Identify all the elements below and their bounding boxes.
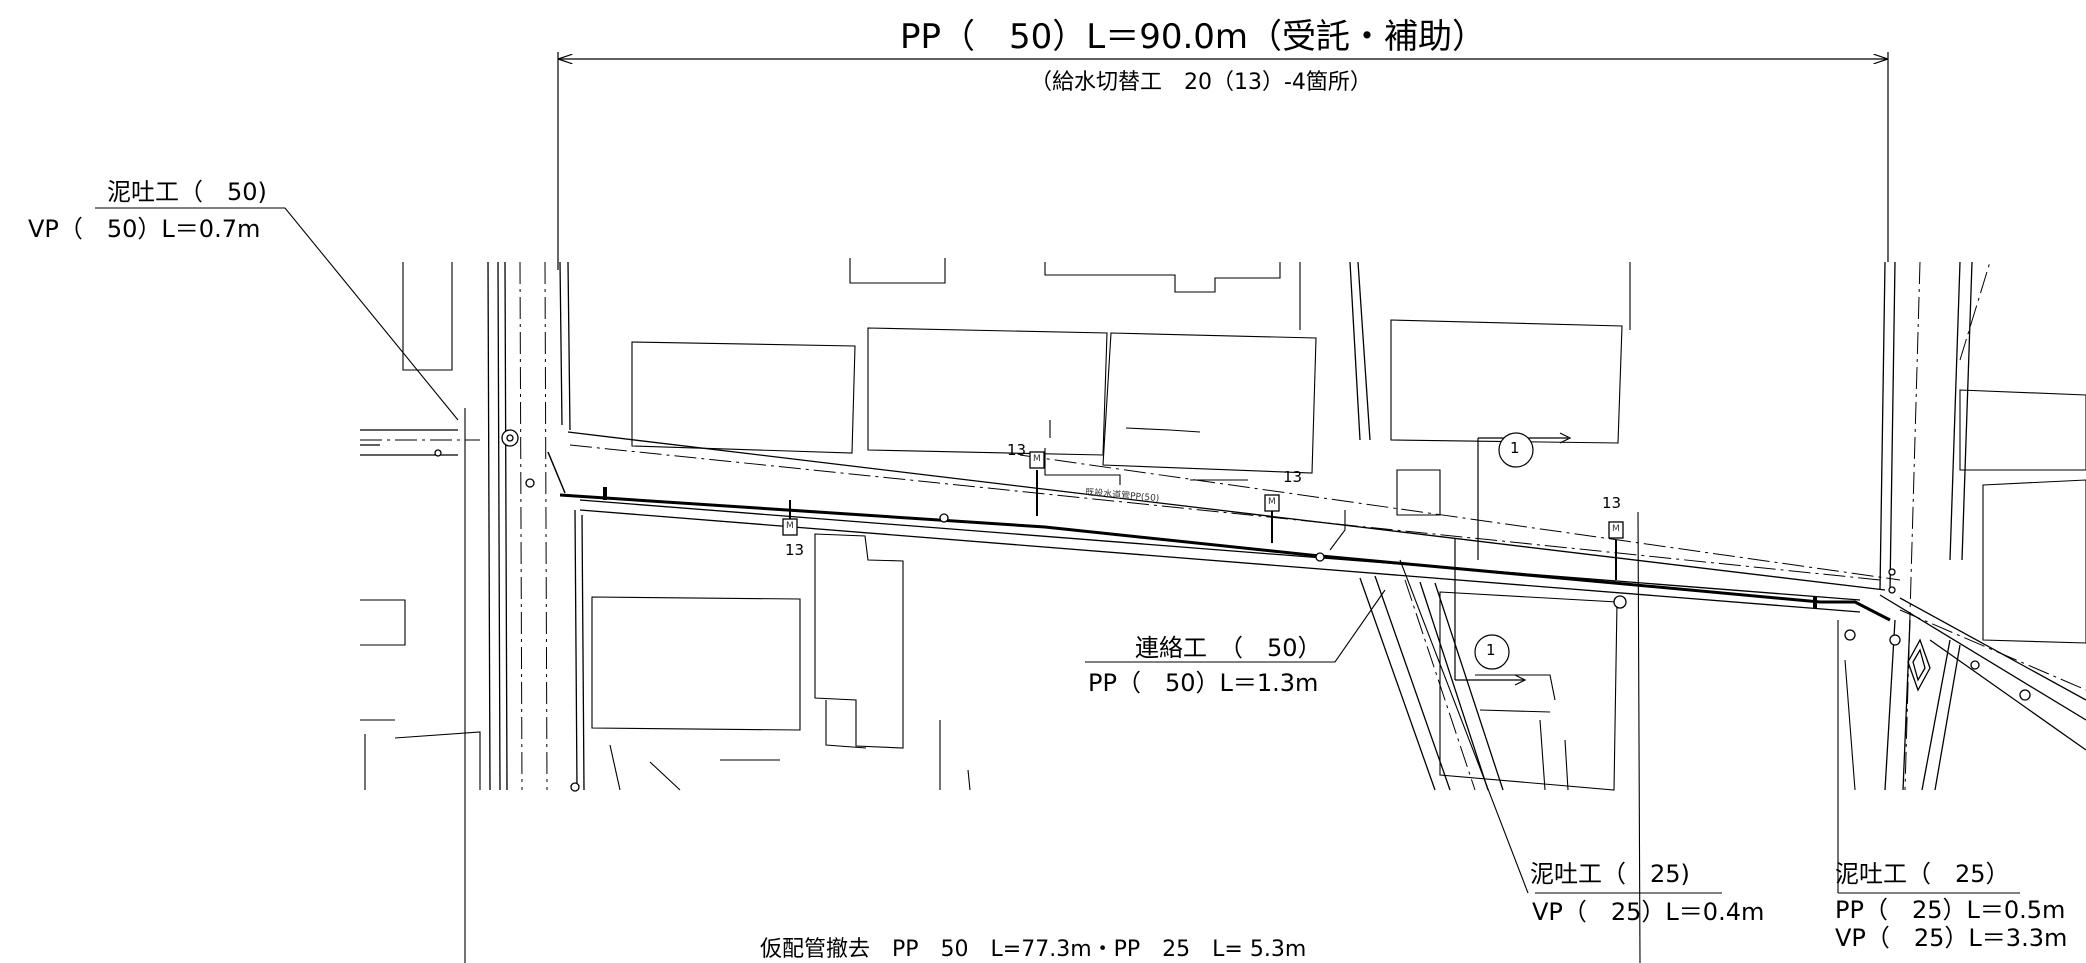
leader-lines	[95, 207, 2020, 963]
valve-symbols	[434, 429, 2031, 792]
mud-drain-left-spec: VP（ 50）L＝0.7m	[28, 215, 261, 243]
dimension-line	[557, 52, 1889, 270]
mud-drain-mid-spec: VP（ 25）L＝0.4m	[1532, 898, 1765, 926]
mud-drain-right-spec-1: PP（ 25）L＝0.5m	[1835, 896, 2066, 924]
service-size-label: 13	[785, 541, 805, 559]
connection-work-spec: PP（ 50）L＝1.3m	[1088, 669, 1319, 697]
water-meters	[782, 451, 1624, 539]
pipe-length-title: PP（ 50）L＝90.0m（受託・補助）	[900, 17, 1487, 57]
water-main-pipe	[547, 451, 1891, 622]
service-switch-subtitle: （給水切替工 20（13）-4箇所）	[1030, 70, 1372, 95]
connection-work-title: 連絡工 （ 50）	[1135, 634, 1322, 662]
meter-mark: M	[786, 521, 794, 531]
meter-mark: M	[1612, 524, 1620, 534]
road-edges	[360, 261, 2086, 791]
service-size-label: 13	[1602, 494, 1622, 512]
meter-mark: M	[1268, 497, 1276, 507]
mud-drain-right-spec-2: VP（ 25）L＝3.3m	[1835, 924, 2068, 952]
building-outlines	[360, 258, 2086, 791]
mud-drain-left-title: 泥吐工（ 50)	[107, 178, 267, 206]
road-centerlines	[360, 261, 2086, 791]
service-size-label: 13	[1007, 441, 1027, 459]
mud-drain-mid-title: 泥吐工（ 25)	[1530, 860, 1690, 888]
section-markers	[1454, 432, 1572, 686]
mud-drain-right-title: 泥吐工（ 25）	[1835, 860, 2010, 888]
section-mark-number: 1	[1510, 439, 1520, 457]
section-mark-number: 1	[1486, 641, 1496, 659]
service-connections	[789, 470, 1617, 580]
meter-mark: M	[1033, 454, 1041, 464]
drain-symbol	[1907, 638, 1931, 692]
service-size-label: 13	[1283, 468, 1303, 486]
temporary-pipe-removal-note: 仮配管撤去 PP 50 L=77.3m・PP 25 L= 5.3m	[760, 937, 1307, 962]
